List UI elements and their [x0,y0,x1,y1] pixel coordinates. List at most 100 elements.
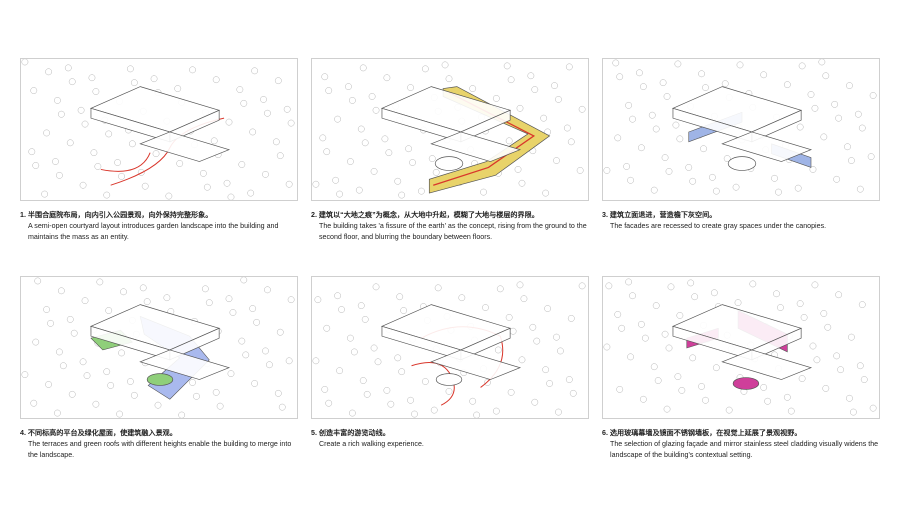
tree [321,73,329,81]
tree [260,96,267,103]
tree [800,314,808,321]
tree [689,177,697,185]
tree [721,80,729,88]
tree [760,71,768,79]
tree [764,397,772,405]
tree [325,87,333,94]
tree [334,115,341,123]
tree [66,315,74,323]
tree [41,190,49,198]
tree [359,64,367,72]
tree [505,314,513,321]
tree [225,118,233,126]
tree [43,129,50,137]
tree [81,120,89,128]
tree [520,295,528,303]
tree [405,145,412,153]
tree [383,74,391,82]
caption-4-zh: 4. 不同标高的平台及绿化屋面，使建筑融入景观。 [20,429,177,437]
diagram-panel-4: 4. 不同标高的平台及绿化屋面，使建筑融入景观。 The terraces an… [20,276,298,461]
tree [858,301,866,309]
tree [678,386,686,394]
tree [648,111,656,119]
tree [178,411,186,418]
building-face [721,131,813,162]
tree [507,76,515,84]
tree [650,363,658,371]
caption-4-en: The terraces and green roofs with differ… [28,440,292,459]
tree [818,59,826,66]
tree [576,167,584,174]
tree [34,277,42,285]
tree [193,392,200,400]
tree [251,380,259,387]
tree [469,397,477,405]
tree [321,386,329,393]
tree [518,356,526,364]
tree [820,133,828,141]
tree [432,168,440,176]
tree [445,75,453,83]
tree [141,182,149,190]
tree [59,362,67,370]
tree [492,407,500,415]
tree [869,404,877,412]
tree [350,348,358,356]
tree [712,364,720,372]
tree [710,289,718,297]
tree [663,405,671,413]
building-mass [380,86,522,162]
tree [665,344,673,352]
tree [867,153,875,161]
tree [531,86,539,93]
caption-5-en: Create a rich walking experience. [319,440,424,448]
tree [137,168,145,176]
tree [833,352,841,360]
tree [555,96,562,103]
tree [201,285,209,293]
tree [858,124,866,132]
tree [32,338,40,346]
tree [357,302,365,309]
tree [674,60,682,68]
caption-5-zh: 5. 创造丰富的游览动线。 [311,429,390,437]
tree [229,309,237,316]
tree [652,125,660,133]
tree [130,391,138,399]
tree [238,337,246,345]
tree [698,383,705,390]
tree [272,138,280,146]
tree [398,368,406,376]
tree [287,296,295,304]
tree [421,65,429,73]
tree [334,292,341,300]
tree [407,84,414,91]
tree [787,407,795,415]
tree [355,186,363,194]
tree [312,180,320,188]
tree [348,409,356,417]
tree [139,284,147,292]
tree [56,348,63,356]
tree [176,160,184,167]
tree [469,85,477,92]
tree [725,406,733,414]
tree [796,123,804,131]
tree [79,181,87,189]
tree [736,61,744,69]
tree [103,368,111,376]
tree [64,64,72,72]
tree [216,402,224,410]
tree [503,62,511,70]
tree [103,191,111,199]
tree [674,373,682,380]
tree [473,411,481,418]
tree [57,287,65,295]
tree [551,82,558,90]
tree [127,378,134,385]
tree [130,79,138,87]
tree [854,110,862,118]
tree [822,385,830,392]
tree [394,177,402,185]
tree [285,357,293,365]
